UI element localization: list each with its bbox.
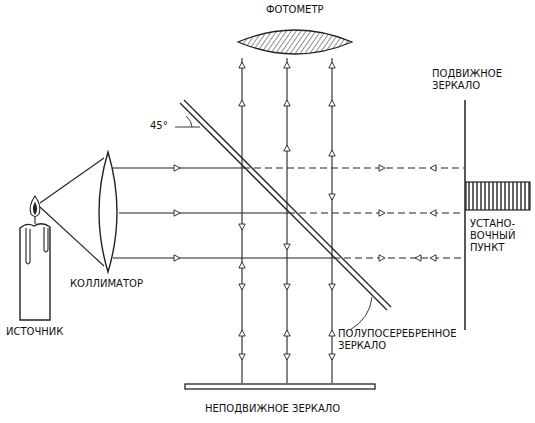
ray-arrowhead — [174, 255, 180, 261]
moving-mirror — [464, 100, 466, 330]
ray-arrowhead — [329, 100, 335, 106]
light-ray — [113, 257, 333, 258]
fixed-mirror — [185, 384, 375, 389]
part-label: ИСТОЧНИК — [6, 326, 63, 338]
ray-arrowhead — [284, 62, 290, 68]
setting-screw — [466, 182, 530, 210]
collimator-lens — [99, 152, 117, 272]
leader-line — [350, 297, 372, 330]
candle-drip — [44, 227, 48, 252]
light-cone — [40, 158, 104, 203]
ray-arrowhead — [430, 255, 436, 261]
candle-drip — [26, 228, 30, 264]
ray-arrowhead — [239, 354, 245, 360]
ray-arrowhead — [174, 165, 180, 171]
ray-arrowhead — [430, 165, 436, 171]
ray-arrowhead — [329, 62, 335, 68]
ray-arrowhead — [239, 262, 245, 268]
part-label: ПОЛУПОСЕРЕБРЕННОЕ ЗЕРКАЛО — [338, 328, 456, 352]
part-label: ПОДВИЖНОЕ ЗЕРКАЛО — [432, 68, 502, 92]
candle-flame-core — [34, 203, 37, 214]
part-label: 45° — [150, 120, 168, 132]
ray-arrowhead — [329, 194, 335, 200]
ray-arrowhead — [284, 244, 290, 250]
ray-arrowhead — [415, 255, 421, 261]
angle-reference — [175, 127, 200, 128]
ray-arrowhead — [284, 284, 290, 290]
ray-arrowhead — [284, 354, 290, 360]
ray-arrowhead — [239, 100, 245, 106]
light-ray — [288, 212, 464, 213]
ray-arrowhead — [239, 62, 245, 68]
ray-arrowhead — [430, 210, 436, 216]
ray-arrowhead — [379, 165, 385, 171]
half-silvered-mirror — [180, 103, 387, 310]
ray-arrowhead — [329, 150, 335, 156]
light-ray — [119, 212, 288, 213]
candle-flame — [30, 196, 40, 217]
ray-arrowhead — [379, 210, 385, 216]
photometer-lens — [238, 30, 352, 54]
ray-arrowhead — [329, 284, 335, 290]
ray-arrowhead — [239, 330, 245, 336]
ray-arrowhead — [174, 210, 180, 216]
half-silvered-mirror — [184, 100, 391, 307]
candle-body — [20, 224, 50, 320]
ray-arrowhead — [239, 284, 245, 290]
ray-arrowhead — [329, 330, 335, 336]
ray-arrowhead — [379, 255, 385, 261]
ray-arrowhead — [329, 354, 335, 360]
part-label: УСТАНО- ВОЧНЫЙ ПУНКТ — [470, 218, 515, 254]
part-label: ФОТОМЕТР — [266, 4, 324, 16]
ray-arrowhead — [239, 224, 245, 230]
angle-arc — [186, 116, 192, 127]
part-label: КОЛЛИМАТОР — [70, 278, 143, 290]
light-ray — [333, 257, 464, 258]
ray-arrowhead — [284, 330, 290, 336]
ray-arrowhead — [284, 145, 290, 151]
ray-arrowhead — [284, 100, 290, 106]
part-label: НЕПОДВИЖНОЕ ЗЕРКАЛО — [205, 403, 340, 415]
